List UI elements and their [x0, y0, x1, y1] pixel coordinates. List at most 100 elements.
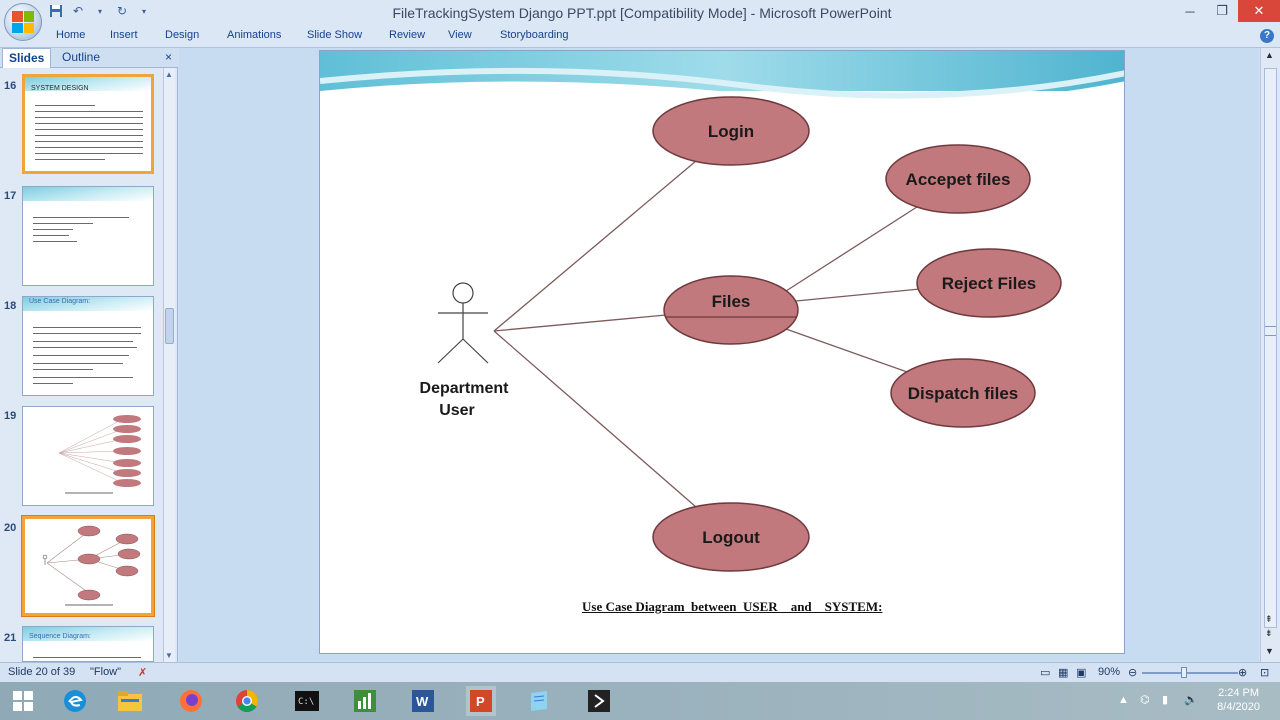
- visual-studio-code-icon[interactable]: [584, 686, 614, 716]
- slide-thumbnail-16[interactable]: SYSTEM DESIGN: [22, 74, 154, 174]
- slide-thumbnail-20[interactable]: [22, 516, 154, 616]
- office-button[interactable]: [4, 3, 42, 41]
- use-case-diagram: Login Files Logout Accepet files Reject …: [420, 96, 1062, 572]
- thumbnail-diagram: [42, 525, 141, 606]
- edge-browser-icon[interactable]: [60, 686, 90, 716]
- volume-icon[interactable]: 🔈: [1184, 694, 1198, 706]
- clock-date: 8/4/2020: [1217, 701, 1260, 713]
- ribbon-tabs: Home Insert Design Animations Slide Show…: [0, 26, 1280, 48]
- tab-slide-show[interactable]: Slide Show: [307, 29, 363, 41]
- system-clock[interactable]: 2:24 PM 8/4/2020: [1217, 686, 1260, 714]
- slide-thumbnail-21[interactable]: Sequence Diagram:: [22, 626, 154, 662]
- use-case-accept-ellipse: [885, 144, 1031, 214]
- slide-number: 19: [4, 410, 17, 422]
- tab-view[interactable]: View: [448, 29, 472, 41]
- tab-outline[interactable]: Outline: [62, 50, 101, 64]
- tab-home[interactable]: Home: [56, 29, 86, 41]
- zoom-slider-handle[interactable]: [1181, 667, 1187, 678]
- tab-insert[interactable]: Insert: [110, 29, 138, 41]
- save-icon[interactable]: [48, 3, 64, 19]
- slides-pane-scrollbar[interactable]: ▲ ▼: [163, 68, 175, 662]
- slide-sorter-icon[interactable]: ▦: [1058, 667, 1069, 679]
- taskbar: C:\ W P ▲ ⌬ ▮ 🔈 2:24 PM 8/4/2020: [0, 682, 1280, 720]
- slide-number: 17: [4, 190, 17, 202]
- clock-time: 2:24 PM: [1218, 687, 1260, 699]
- next-slide-icon[interactable]: ⇟: [1265, 628, 1273, 638]
- project-app-icon[interactable]: [350, 686, 380, 716]
- spell-check-icon[interactable]: ✗: [138, 667, 148, 679]
- undo-dropdown-icon[interactable]: ▾: [97, 6, 102, 16]
- thumbnail-heading: Sequence Diagram:: [29, 633, 91, 640]
- firefox-icon[interactable]: [176, 686, 206, 716]
- help-icon[interactable]: ?: [1260, 29, 1274, 43]
- windows-start-icon[interactable]: [8, 686, 38, 716]
- slides-pane: Slides Outline × 16 SYSTEM DESIGN 17: [0, 48, 178, 662]
- status-bar: Slide 20 of 39 "Flow" ✗ ▭ ▦ ▣ 90% ⊖ ⊕ ⊡: [0, 662, 1280, 682]
- zoom-in-icon[interactable]: ⊕: [1238, 667, 1248, 679]
- minimize-icon[interactable]: ─: [1185, 3, 1195, 19]
- slide-number: 16: [4, 80, 17, 92]
- quick-access-toolbar: ↶ ▾ ↻ ▾: [48, 3, 152, 19]
- close-window-icon[interactable]: ✕: [1238, 0, 1280, 22]
- actor-label-line2: User: [439, 402, 475, 419]
- theme-name[interactable]: "Flow": [90, 666, 122, 678]
- title-bar: ↶ ▾ ↻ ▾ FileTrackingSystem Django PPT.pp…: [0, 0, 1280, 41]
- file-explorer-icon[interactable]: [115, 686, 145, 716]
- actor-figure: [437, 282, 489, 364]
- editor-scrollbar[interactable]: ▲ ⇞ ⇟ ▼: [1260, 48, 1280, 662]
- chrome-icon[interactable]: [232, 686, 262, 716]
- use-case-dispatch-ellipse: [890, 358, 1036, 428]
- use-case-files: Files: [712, 292, 751, 311]
- svg-text:W: W: [416, 694, 429, 709]
- svg-text:C:\: C:\: [298, 697, 314, 707]
- slide-thumbnail-17[interactable]: [22, 186, 154, 286]
- previous-slide-icon[interactable]: ⇞: [1265, 614, 1273, 624]
- slide-number: 21: [4, 632, 17, 644]
- slide-number: 18: [4, 300, 17, 312]
- fit-to-window-icon[interactable]: ⊡: [1260, 667, 1270, 679]
- zoom-slider[interactable]: [1142, 672, 1238, 674]
- use-case-logout: Logout: [702, 528, 760, 547]
- tab-animations[interactable]: Animations: [227, 29, 282, 41]
- use-case-logout-ellipse: [652, 502, 810, 572]
- network-icon[interactable]: ⌬: [1140, 694, 1150, 706]
- tab-storyboarding[interactable]: Storyboarding: [500, 29, 569, 41]
- redo-icon[interactable]: ↻: [116, 4, 128, 18]
- zoom-out-icon[interactable]: ⊖: [1128, 667, 1138, 679]
- slide-thumbnail-19[interactable]: [22, 406, 154, 506]
- customize-qat-icon[interactable]: ▾: [141, 6, 146, 16]
- command-prompt-icon[interactable]: C:\: [292, 686, 322, 716]
- tab-slides[interactable]: Slides: [2, 48, 52, 68]
- slide-editor: Login Files Logout Accepet files Reject …: [179, 48, 1259, 662]
- restore-icon[interactable]: ❐: [1216, 3, 1228, 18]
- close-pane-icon[interactable]: ×: [164, 50, 172, 64]
- powerpoint-icon[interactable]: P: [466, 686, 496, 716]
- thumbnail-heading: SYSTEM DESIGN: [31, 85, 89, 92]
- use-case-dispatch: Dispatch files: [908, 384, 1019, 403]
- undo-icon[interactable]: ↶: [72, 4, 84, 18]
- svg-text:P: P: [476, 694, 485, 709]
- slide-counter: Slide 20 of 39: [8, 666, 76, 678]
- show-hidden-icons-icon[interactable]: ▲: [1118, 694, 1129, 706]
- current-slide[interactable]: Login Files Logout Accepet files Reject …: [319, 50, 1125, 654]
- slide-show-icon[interactable]: ▣: [1076, 667, 1087, 679]
- zoom-level[interactable]: 90%: [1098, 666, 1121, 678]
- thumbnail-heading: Use Case Diagram:: [29, 298, 91, 305]
- use-case-files-ellipse: [663, 275, 799, 345]
- notepad-icon[interactable]: [524, 686, 554, 716]
- use-case-login: Login: [708, 122, 754, 141]
- actor-label-line1: Department: [420, 380, 510, 397]
- office-logo-icon: [12, 11, 34, 33]
- word-icon[interactable]: W: [408, 686, 438, 716]
- normal-view-icon[interactable]: ▭: [1040, 667, 1051, 679]
- use-case-login-ellipse: [652, 96, 810, 166]
- window-title: FileTrackingSystem Django PPT.ppt [Compa…: [392, 5, 892, 21]
- battery-icon[interactable]: ▮: [1162, 694, 1169, 706]
- association-lines: [493, 160, 921, 508]
- tab-review[interactable]: Review: [389, 29, 426, 41]
- use-case-accept: Accepet files: [906, 170, 1011, 189]
- tab-design[interactable]: Design: [165, 29, 200, 41]
- slide-thumbnail-18[interactable]: Use Case Diagram:: [22, 296, 154, 396]
- slide-caption: Use Case Diagram between USER and SYSTEM…: [582, 599, 883, 614]
- thumbnail-diagram: [58, 415, 141, 494]
